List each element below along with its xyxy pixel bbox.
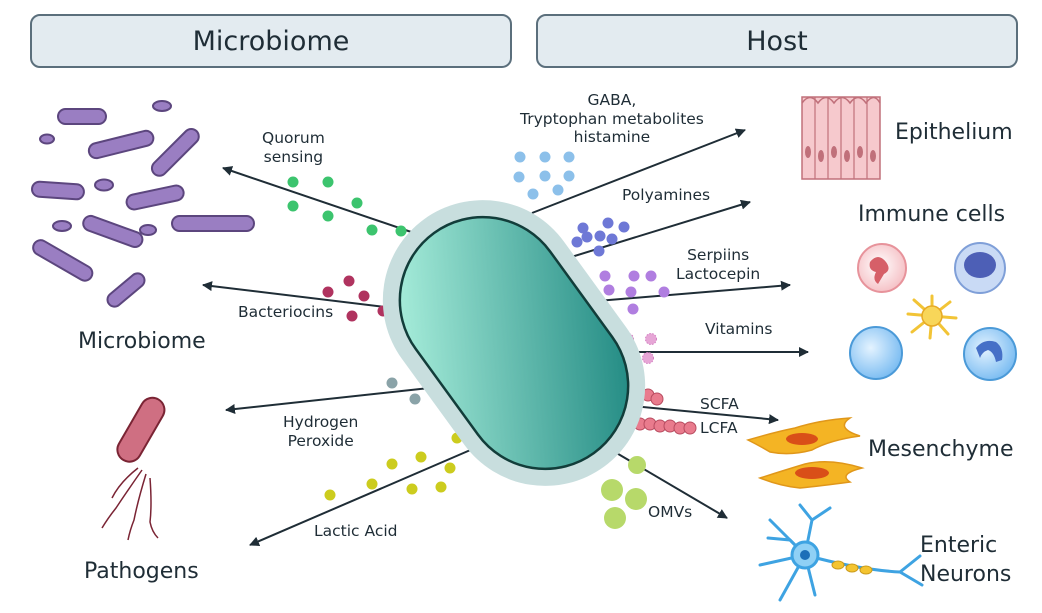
arrow-lactic-acid — [249, 444, 483, 547]
label-lcfa: LCFA — [700, 419, 738, 437]
arrow-scfa — [621, 404, 779, 425]
label-serpiins: Serpiins Lactocepin — [676, 246, 760, 283]
label-omvs: OMVs — [648, 503, 693, 521]
label-gaba: GABA, Tryptophan metabolites histamine — [520, 91, 704, 147]
label-gaba-line1: GABA, — [587, 91, 637, 109]
label-hydrogen-line1: Hydrogen — [283, 413, 359, 431]
microbiome-cluster — [31, 100, 255, 308]
label-vitamins: Vitamins — [705, 320, 773, 338]
gaba-molecules — [513, 151, 575, 200]
label-scfa: SCFA — [700, 395, 739, 413]
label-hydrogen-peroxide: Hydrogen Peroxide — [283, 413, 358, 450]
target-immune-cells: Immune cells — [858, 202, 1006, 227]
arrow-quorum-sensing — [222, 166, 421, 236]
label-lactic-acid: Lactic Acid — [314, 522, 398, 540]
label-bacteriocins: Bacteriocins — [238, 303, 334, 321]
label-gaba-line2: Tryptophan metabolites — [520, 109, 704, 128]
label-serpiins-line2: Lactocepin — [676, 264, 761, 283]
target-enteric-neurons: Enteric Neurons — [920, 532, 1011, 589]
target-microbiome: Microbiome — [78, 329, 206, 354]
header-microbiome: Microbiome — [30, 14, 512, 68]
arrow-gaba — [531, 128, 746, 214]
quorum-molecules — [287, 176, 407, 237]
target-pathogens: Pathogens — [84, 559, 199, 584]
arrow-serpiins — [584, 280, 791, 303]
immune-cells-icon — [849, 242, 1017, 381]
label-serpiins-line1: Serpiins — [687, 246, 750, 264]
epithelium-icon — [801, 96, 881, 180]
header-host: Host — [536, 14, 1018, 68]
label-gaba-line3: histamine — [573, 128, 651, 147]
target-enteric-line1: Enteric — [920, 533, 998, 558]
mesenchyme-icon — [745, 417, 865, 489]
header-microbiome-label: Microbiome — [192, 25, 350, 57]
label-hydrogen-line2: Peroxide — [287, 431, 354, 450]
label-quorum-line1: Quorum — [262, 129, 325, 147]
polyamine-molecules — [571, 217, 630, 257]
label-polyamines: Polyamines — [622, 186, 711, 204]
target-mesenchyme: Mesenchyme — [868, 437, 1014, 462]
arrow-hydrogen-peroxide — [225, 384, 458, 415]
header-host-label: Host — [746, 25, 808, 57]
central-bacterium — [382, 200, 646, 486]
label-quorum-line2: sensing — [263, 147, 324, 166]
target-enteric-line2: Neurons — [920, 561, 1012, 587]
enteric-neurons-icon — [758, 503, 924, 602]
arrow-omvs — [607, 447, 728, 519]
target-epithelium: Epithelium — [895, 120, 1013, 145]
label-quorum-sensing: Quorum sensing — [262, 129, 325, 166]
pathogen-icon — [101, 396, 166, 541]
omv-particles — [601, 456, 647, 529]
